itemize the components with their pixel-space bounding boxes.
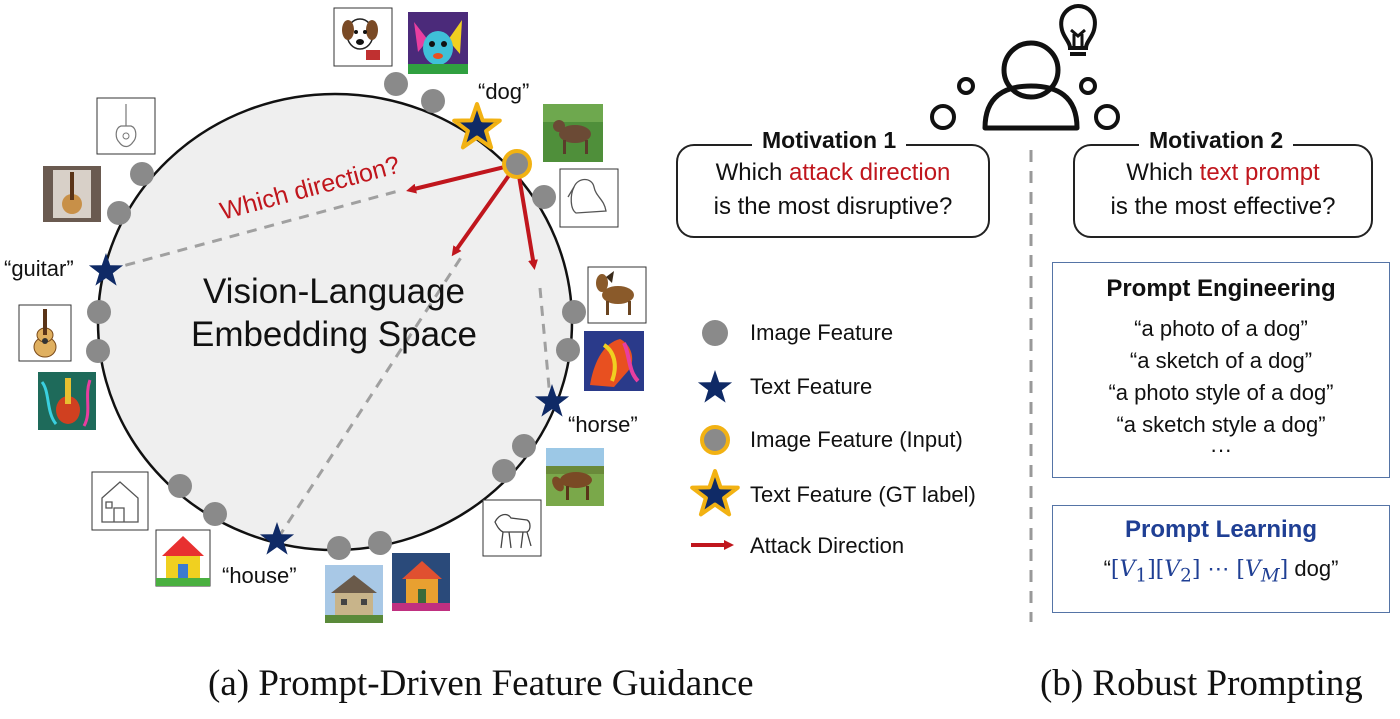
prompt-engineering-box: Prompt Engineering “a photo of a dog” “a… (1052, 262, 1390, 478)
person-with-lightbulb-icon (930, 3, 1120, 131)
image-feature-dot (168, 474, 192, 498)
text-feature-star-guitar (88, 253, 124, 286)
image-feature-dot (556, 338, 580, 362)
prompt-learning-title: Prompt Learning (1124, 516, 1317, 543)
cartoon-horse-thumbnail (587, 266, 647, 324)
colorful-horse-painting-thumbnail (584, 331, 644, 391)
house-line-sketch-thumbnail (91, 471, 149, 531)
token-dots: ⋯ (1207, 557, 1230, 582)
image-feature-dot (421, 89, 445, 113)
prompt-ellipsis: ··· (1210, 437, 1232, 462)
legend-gray-circle-icon (702, 320, 728, 346)
cartoon-house-thumbnail (155, 529, 211, 587)
text-features (88, 102, 570, 555)
motivation1-line1-prefix: Which (715, 159, 789, 186)
text-feature-star-house (259, 522, 295, 555)
legend-icons (690, 320, 740, 550)
space-label-line1: Vision-Language (203, 272, 465, 311)
prompt-item: “a sketch of a dog” (1129, 348, 1313, 373)
prompt-learning-box: Prompt Learning “[V1][V2] ⋯ [VM] dog” (1052, 505, 1390, 613)
caption-right: (b) Robust Prompting (1040, 663, 1363, 704)
token-v2-letter: V (1164, 557, 1181, 582)
motivation2-line1-prefix: Which (1126, 159, 1200, 186)
legend-gold-ring-circle-icon (700, 425, 730, 455)
motivation2-card: Which text prompt is the most effective? (1073, 144, 1373, 238)
token-v1-sub: 1 (1135, 565, 1148, 587)
dog-line-sketch-thumbnail (559, 168, 619, 228)
legend-label-text-feature-gt: Text Feature (GT label) (750, 482, 976, 507)
image-feature-dot (107, 201, 131, 225)
attack-arrow-1 (406, 162, 518, 194)
space-label-line2: Embedding Space (191, 315, 477, 354)
prompt-class-word: dog (1294, 556, 1332, 581)
image-feature-dot (130, 162, 154, 186)
motivation1-card: Which attack direction is the most disru… (676, 144, 990, 238)
image-feature-dot (327, 536, 351, 560)
image-feature-dot (512, 434, 536, 458)
image-feature-dot (203, 502, 227, 526)
close-quote: ” (1331, 556, 1339, 581)
token-vm-sub: M (1260, 565, 1280, 587)
legend-label-attack-direction: Attack Direction (750, 533, 905, 558)
colorful-dog-painting-thumbnail (408, 12, 468, 74)
open-quote: “ (1103, 556, 1111, 581)
legend-label-image-feature: Image Feature (750, 320, 894, 345)
image-feature-dot (492, 459, 516, 483)
motivation2-line2: is the most effective? (1110, 193, 1336, 220)
attack-arrow-3 (515, 163, 538, 270)
class-label-horse: “horse” (568, 412, 638, 437)
attack-arrow-2 (451, 162, 519, 257)
photo-acoustic-guitar-thumbnail (18, 304, 72, 362)
motivation1-line2: is the most disruptive? (713, 193, 953, 220)
image-feature-dot (532, 185, 556, 209)
legend-label-text-feature: Text Feature (750, 374, 873, 399)
input-image-feature (502, 149, 532, 179)
horse-line-sketch-thumbnail (482, 499, 542, 557)
photo-guitar-thumbnail (43, 166, 101, 222)
text-feature-star-horse (534, 384, 570, 417)
guitar-line-sketch-thumbnail (96, 97, 156, 155)
legend-label-image-feature-input: Image Feature (Input) (750, 427, 963, 452)
prompt-item: “a photo style of a dog” (1108, 380, 1334, 405)
gt-text-feature-star (452, 102, 502, 150)
token-v1-letter: V (1119, 557, 1136, 582)
motivation1-highlight: attack direction (788, 159, 951, 186)
motivation1-title: Motivation 1 (752, 127, 907, 153)
thumbnails (18, 7, 647, 623)
colorful-guitar-painting-thumbnail (38, 372, 96, 430)
legend-navy-star-icon (697, 370, 733, 403)
painted-house-thumbnail (392, 553, 450, 611)
legend-gold-outline-star-icon (690, 469, 740, 517)
motivation2-highlight: text prompt (1199, 159, 1320, 186)
token-v2-sub: 2 (1180, 565, 1192, 587)
class-label-house: “house” (222, 563, 297, 588)
dashed-links (107, 188, 552, 539)
prompt-item: “a sketch style a dog” (1116, 412, 1326, 437)
photo-dog-thumbnail (543, 104, 603, 162)
image-feature-dot (87, 300, 111, 324)
photo-horse-thumbnail (546, 448, 604, 506)
prompt-item: “a photo of a dog” (1134, 316, 1308, 341)
image-feature-dot (384, 72, 408, 96)
token-vm-letter: V (1244, 557, 1261, 582)
caption-left: (a) Prompt-Driven Feature Guidance (208, 663, 754, 704)
class-label-dog: “dog” (478, 79, 529, 104)
class-label-guitar: “guitar” (4, 256, 74, 281)
image-feature-dot (562, 300, 586, 324)
motivation2-title: Motivation 2 (1139, 127, 1294, 153)
prompt-engineering-title: Prompt Engineering (1106, 275, 1336, 302)
cartoon-dog-sketch-thumbnail (333, 7, 393, 67)
photo-house-thumbnail (325, 565, 383, 623)
image-feature-dot (86, 339, 110, 363)
image-feature-dot (368, 531, 392, 555)
image-features (86, 72, 586, 560)
attack-arrows (406, 162, 538, 270)
learnable-prompt: “[V1][V2] ⋯ [VM] dog” (1103, 556, 1339, 587)
